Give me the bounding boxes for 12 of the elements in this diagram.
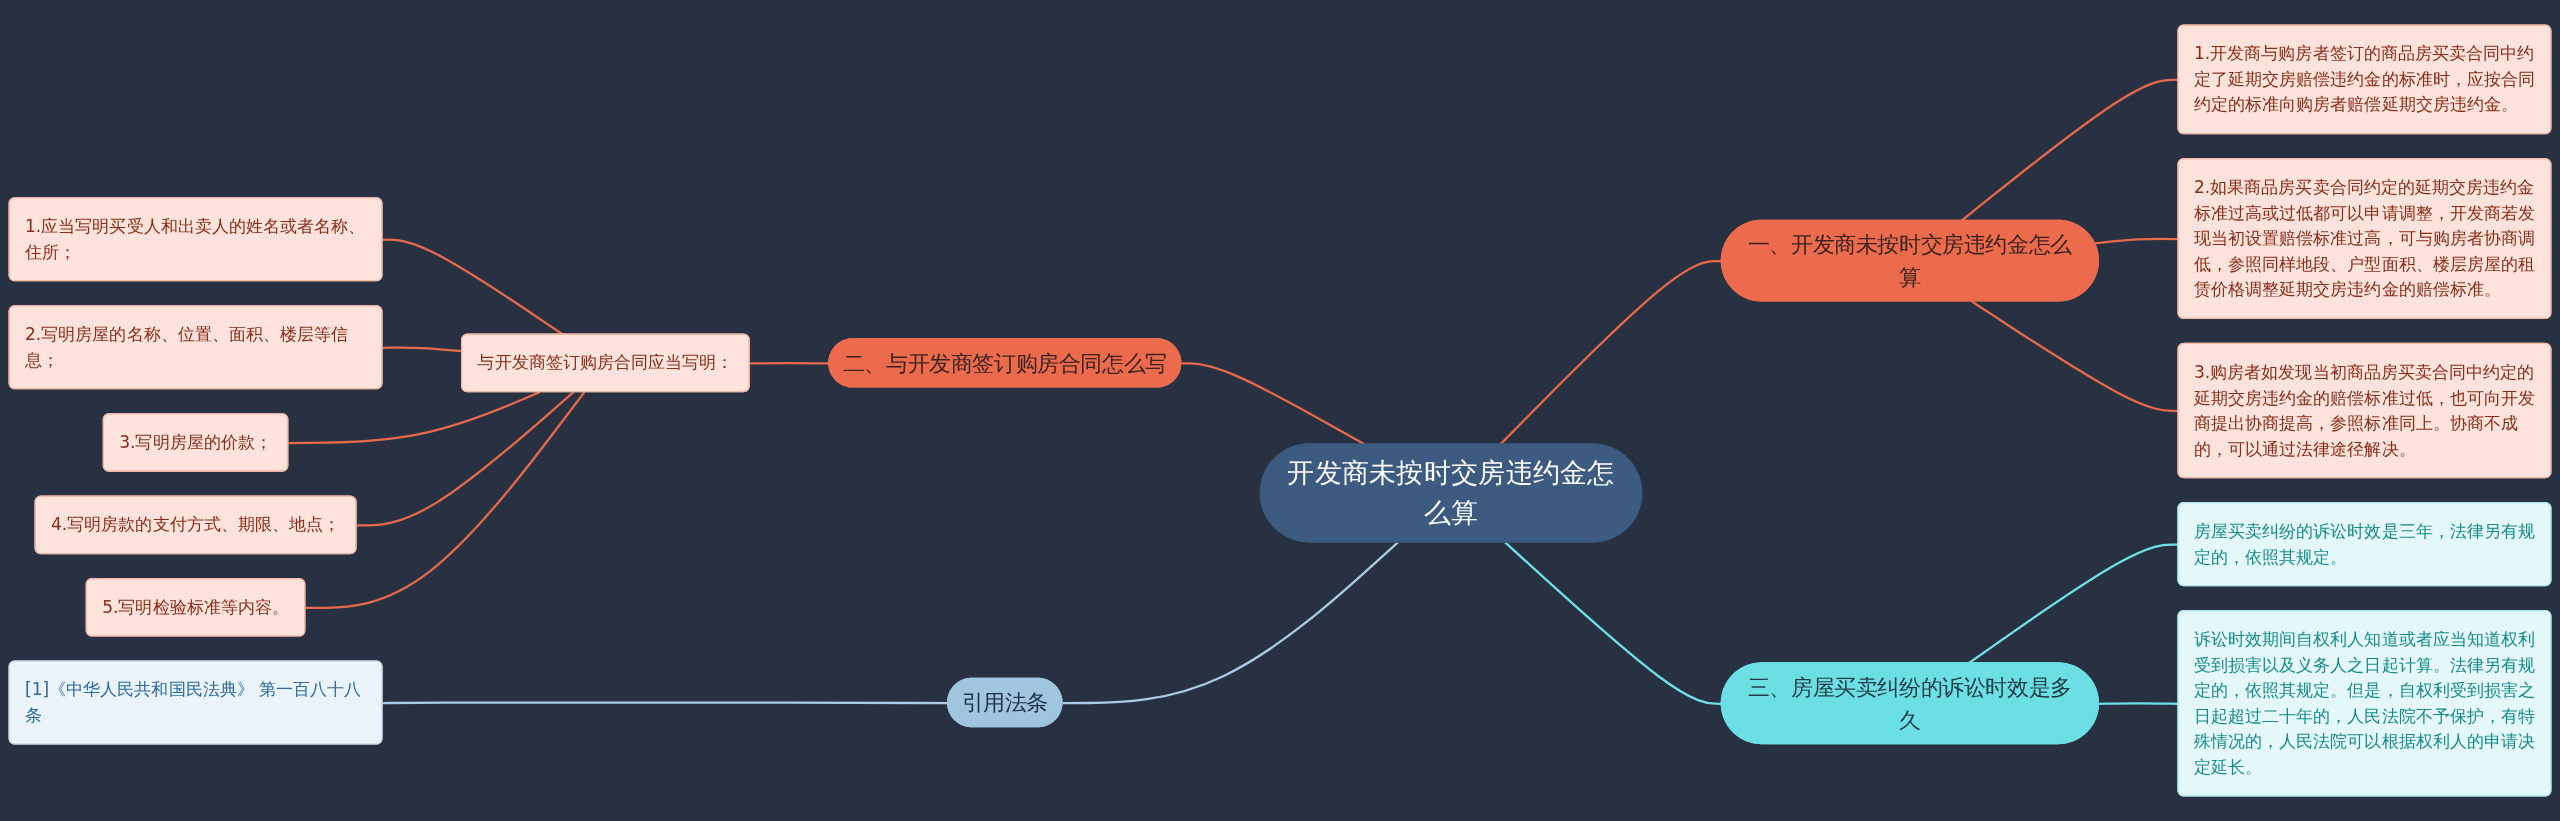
connector (1062, 541, 1399, 705)
connector (1181, 362, 1366, 446)
connector (1499, 259, 1722, 446)
connector (1504, 541, 1722, 705)
connector (382, 238, 564, 336)
connector (288, 391, 541, 445)
connector (2098, 702, 2179, 705)
connector (1960, 78, 2179, 222)
connector (2094, 237, 2179, 245)
connector (305, 391, 586, 610)
connector (356, 391, 575, 527)
connector (1971, 300, 2179, 413)
